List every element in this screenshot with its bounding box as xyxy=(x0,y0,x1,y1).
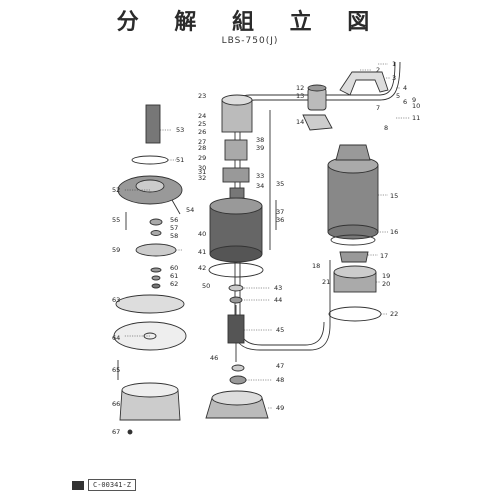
part-label-67: 67 xyxy=(112,428,120,436)
part-label-52: 52 xyxy=(112,186,120,194)
part-label-31: 31 xyxy=(198,168,206,176)
part-label-39: 39 xyxy=(256,144,264,152)
upper-bracket xyxy=(339,251,369,263)
part-label-19: 19 xyxy=(382,272,390,280)
motor-casing xyxy=(327,164,379,233)
part-label-17: 17 xyxy=(380,252,388,260)
part-label-47: 47 xyxy=(276,362,284,370)
part-label-34: 34 xyxy=(256,182,264,190)
part-label-63: 63 xyxy=(112,296,120,304)
part-label-25: 25 xyxy=(198,120,206,128)
part-label-24: 24 xyxy=(198,112,206,120)
casing-gasket xyxy=(330,234,376,246)
part-label-3: 3 xyxy=(392,74,396,82)
seal-44 xyxy=(229,296,243,304)
drawing-title: 分 解 組 立 図 xyxy=(116,10,384,35)
part-label-64: 64 xyxy=(112,334,120,342)
part-label-13: 13 xyxy=(296,92,304,100)
part-label-56: 56 xyxy=(170,216,178,224)
part-label-38: 38 xyxy=(256,136,264,144)
part-label-61: 61 xyxy=(170,272,178,280)
o-ring-22 xyxy=(328,306,382,322)
part-label-15: 15 xyxy=(390,192,398,200)
part-label-43: 43 xyxy=(274,284,282,292)
part-label-50: 50 xyxy=(202,282,210,290)
part-label-53: 53 xyxy=(176,126,184,134)
part-label-59: 59 xyxy=(112,246,120,254)
part-label-45: 45 xyxy=(276,326,284,334)
part-label-58: 58 xyxy=(170,232,178,240)
part-label-28: 28 xyxy=(198,144,206,152)
drawing-number: C-00341-Z xyxy=(88,479,136,491)
part-label-8: 8 xyxy=(384,124,388,132)
part-label-20: 20 xyxy=(382,280,390,288)
part-label-44: 44 xyxy=(274,296,282,304)
part-label-42: 42 xyxy=(198,264,206,272)
washer-61 xyxy=(151,275,161,281)
part-label-1: 1 xyxy=(392,60,396,68)
pump-casing-plate xyxy=(115,294,185,314)
part-label-37: 37 xyxy=(276,208,284,216)
part-label-16: 16 xyxy=(390,228,398,236)
part-label-66: 66 xyxy=(112,400,120,408)
part-label-10: 10 xyxy=(412,102,420,110)
part-label-49: 49 xyxy=(276,404,284,412)
part-label-30: 30 xyxy=(198,164,206,172)
part-label-9: 9 xyxy=(412,96,416,104)
impeller xyxy=(135,243,177,257)
nut-62 xyxy=(151,283,161,289)
part-label-62: 62 xyxy=(170,280,178,288)
drawing-footer: C-00341-Z xyxy=(72,478,136,492)
part-label-54: 54 xyxy=(186,206,194,214)
part-label-18: 18 xyxy=(312,262,320,270)
o-ring-42 xyxy=(208,262,264,278)
part-label-21: 21 xyxy=(322,278,330,286)
manufacturer-logo xyxy=(72,480,84,490)
part-label-12: 12 xyxy=(296,84,304,92)
screw-67 xyxy=(127,429,133,435)
part-label-23: 23 xyxy=(198,92,206,100)
clamp-plate xyxy=(302,114,333,131)
part-label-46: 46 xyxy=(210,354,218,362)
part-label-4: 4 xyxy=(403,84,407,92)
part-label-40: 40 xyxy=(198,230,206,238)
part-label-26: 26 xyxy=(198,128,206,136)
bearing-43 xyxy=(228,284,244,292)
part-labels: 1234567891011121314151617181920212223242… xyxy=(112,60,420,436)
model-number: LBS-750(J) xyxy=(221,36,279,46)
part-label-7: 7 xyxy=(376,104,380,112)
mechanical-seal xyxy=(145,104,161,144)
part-label-27: 27 xyxy=(198,138,206,146)
part-label-11: 11 xyxy=(412,114,420,122)
seal-plate xyxy=(149,218,163,226)
part-label-65: 65 xyxy=(112,366,120,374)
part-label-2: 2 xyxy=(376,66,380,74)
part-label-33: 33 xyxy=(256,172,264,180)
part-label-22: 22 xyxy=(390,310,398,318)
part-label-57: 57 xyxy=(170,224,178,232)
terminal-block xyxy=(222,167,250,183)
part-label-32: 32 xyxy=(198,174,206,182)
part-label-36: 36 xyxy=(276,216,284,224)
rotor xyxy=(227,314,245,344)
part-label-41: 41 xyxy=(198,248,206,256)
handle xyxy=(339,71,389,96)
part-label-60: 60 xyxy=(170,264,178,272)
bearing-47 xyxy=(231,364,245,372)
part-label-5: 5 xyxy=(396,92,400,100)
washer-60 xyxy=(150,267,162,273)
part-label-55: 55 xyxy=(112,216,120,224)
seal-48 xyxy=(229,375,247,385)
part-label-6: 6 xyxy=(403,98,407,106)
capacitor xyxy=(224,139,248,161)
thermal-protector xyxy=(229,187,245,199)
part-label-35: 35 xyxy=(276,180,284,188)
o-ring-51 xyxy=(131,155,169,165)
part-label-48: 48 xyxy=(276,376,284,384)
part-label-29: 29 xyxy=(198,154,206,162)
part-label-14: 14 xyxy=(296,118,304,126)
part-label-51: 51 xyxy=(176,156,184,164)
